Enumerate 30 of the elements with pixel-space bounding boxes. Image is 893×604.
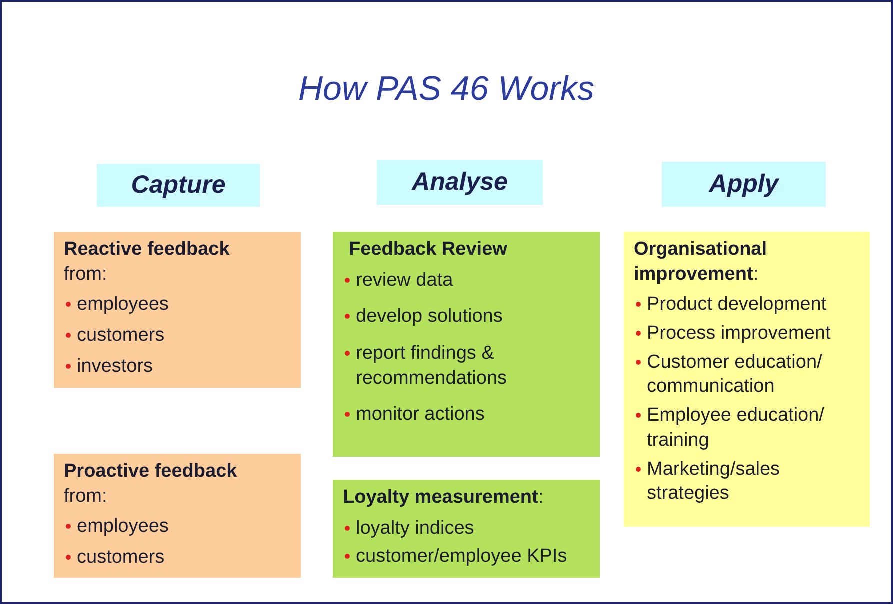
bullet-item: report findings & recommendations: [356, 343, 508, 389]
bullet-item: Employee education/ training: [647, 405, 824, 451]
content-box: [624, 232, 870, 527]
bullet-item: monitor actions: [356, 404, 485, 426]
bullet-item: Process improvement: [647, 323, 831, 344]
box-heading: Loyalty measurement:: [343, 487, 544, 508]
bullet-item: employees: [77, 294, 169, 316]
stage-header: Apply: [662, 162, 826, 207]
stage-header: Analyse: [377, 160, 543, 205]
bullet-item: investors: [77, 356, 154, 377]
box-heading: Feedback Review: [349, 239, 508, 260]
content-box: [333, 480, 600, 578]
diagram-title: How PAS 46 Works: [297, 70, 596, 109]
box-heading: Organisational improvement:: [634, 239, 768, 285]
bullet-item: Product development: [647, 294, 827, 316]
bullet-item: customer/employee KPIs: [356, 546, 568, 568]
content-box: [333, 232, 600, 457]
box-heading: Reactive feedback from:: [64, 238, 231, 285]
stage-header: Capture: [97, 164, 260, 207]
content-box: [54, 232, 301, 388]
content-box: [54, 454, 301, 578]
bullet-item: develop solutions: [356, 306, 503, 328]
bullet-item: Customer education/ communication: [647, 352, 822, 398]
bullet-item: employees: [77, 516, 169, 538]
bullet-item: Marketing/sales strategies: [647, 458, 780, 504]
box-heading: Proactive feedback from:: [64, 460, 238, 507]
bullet-item: loyalty indices: [356, 518, 474, 539]
bullet-item: customers: [77, 325, 165, 346]
bullet-item: customers: [77, 547, 165, 568]
bullet-item: review data: [356, 270, 454, 291]
